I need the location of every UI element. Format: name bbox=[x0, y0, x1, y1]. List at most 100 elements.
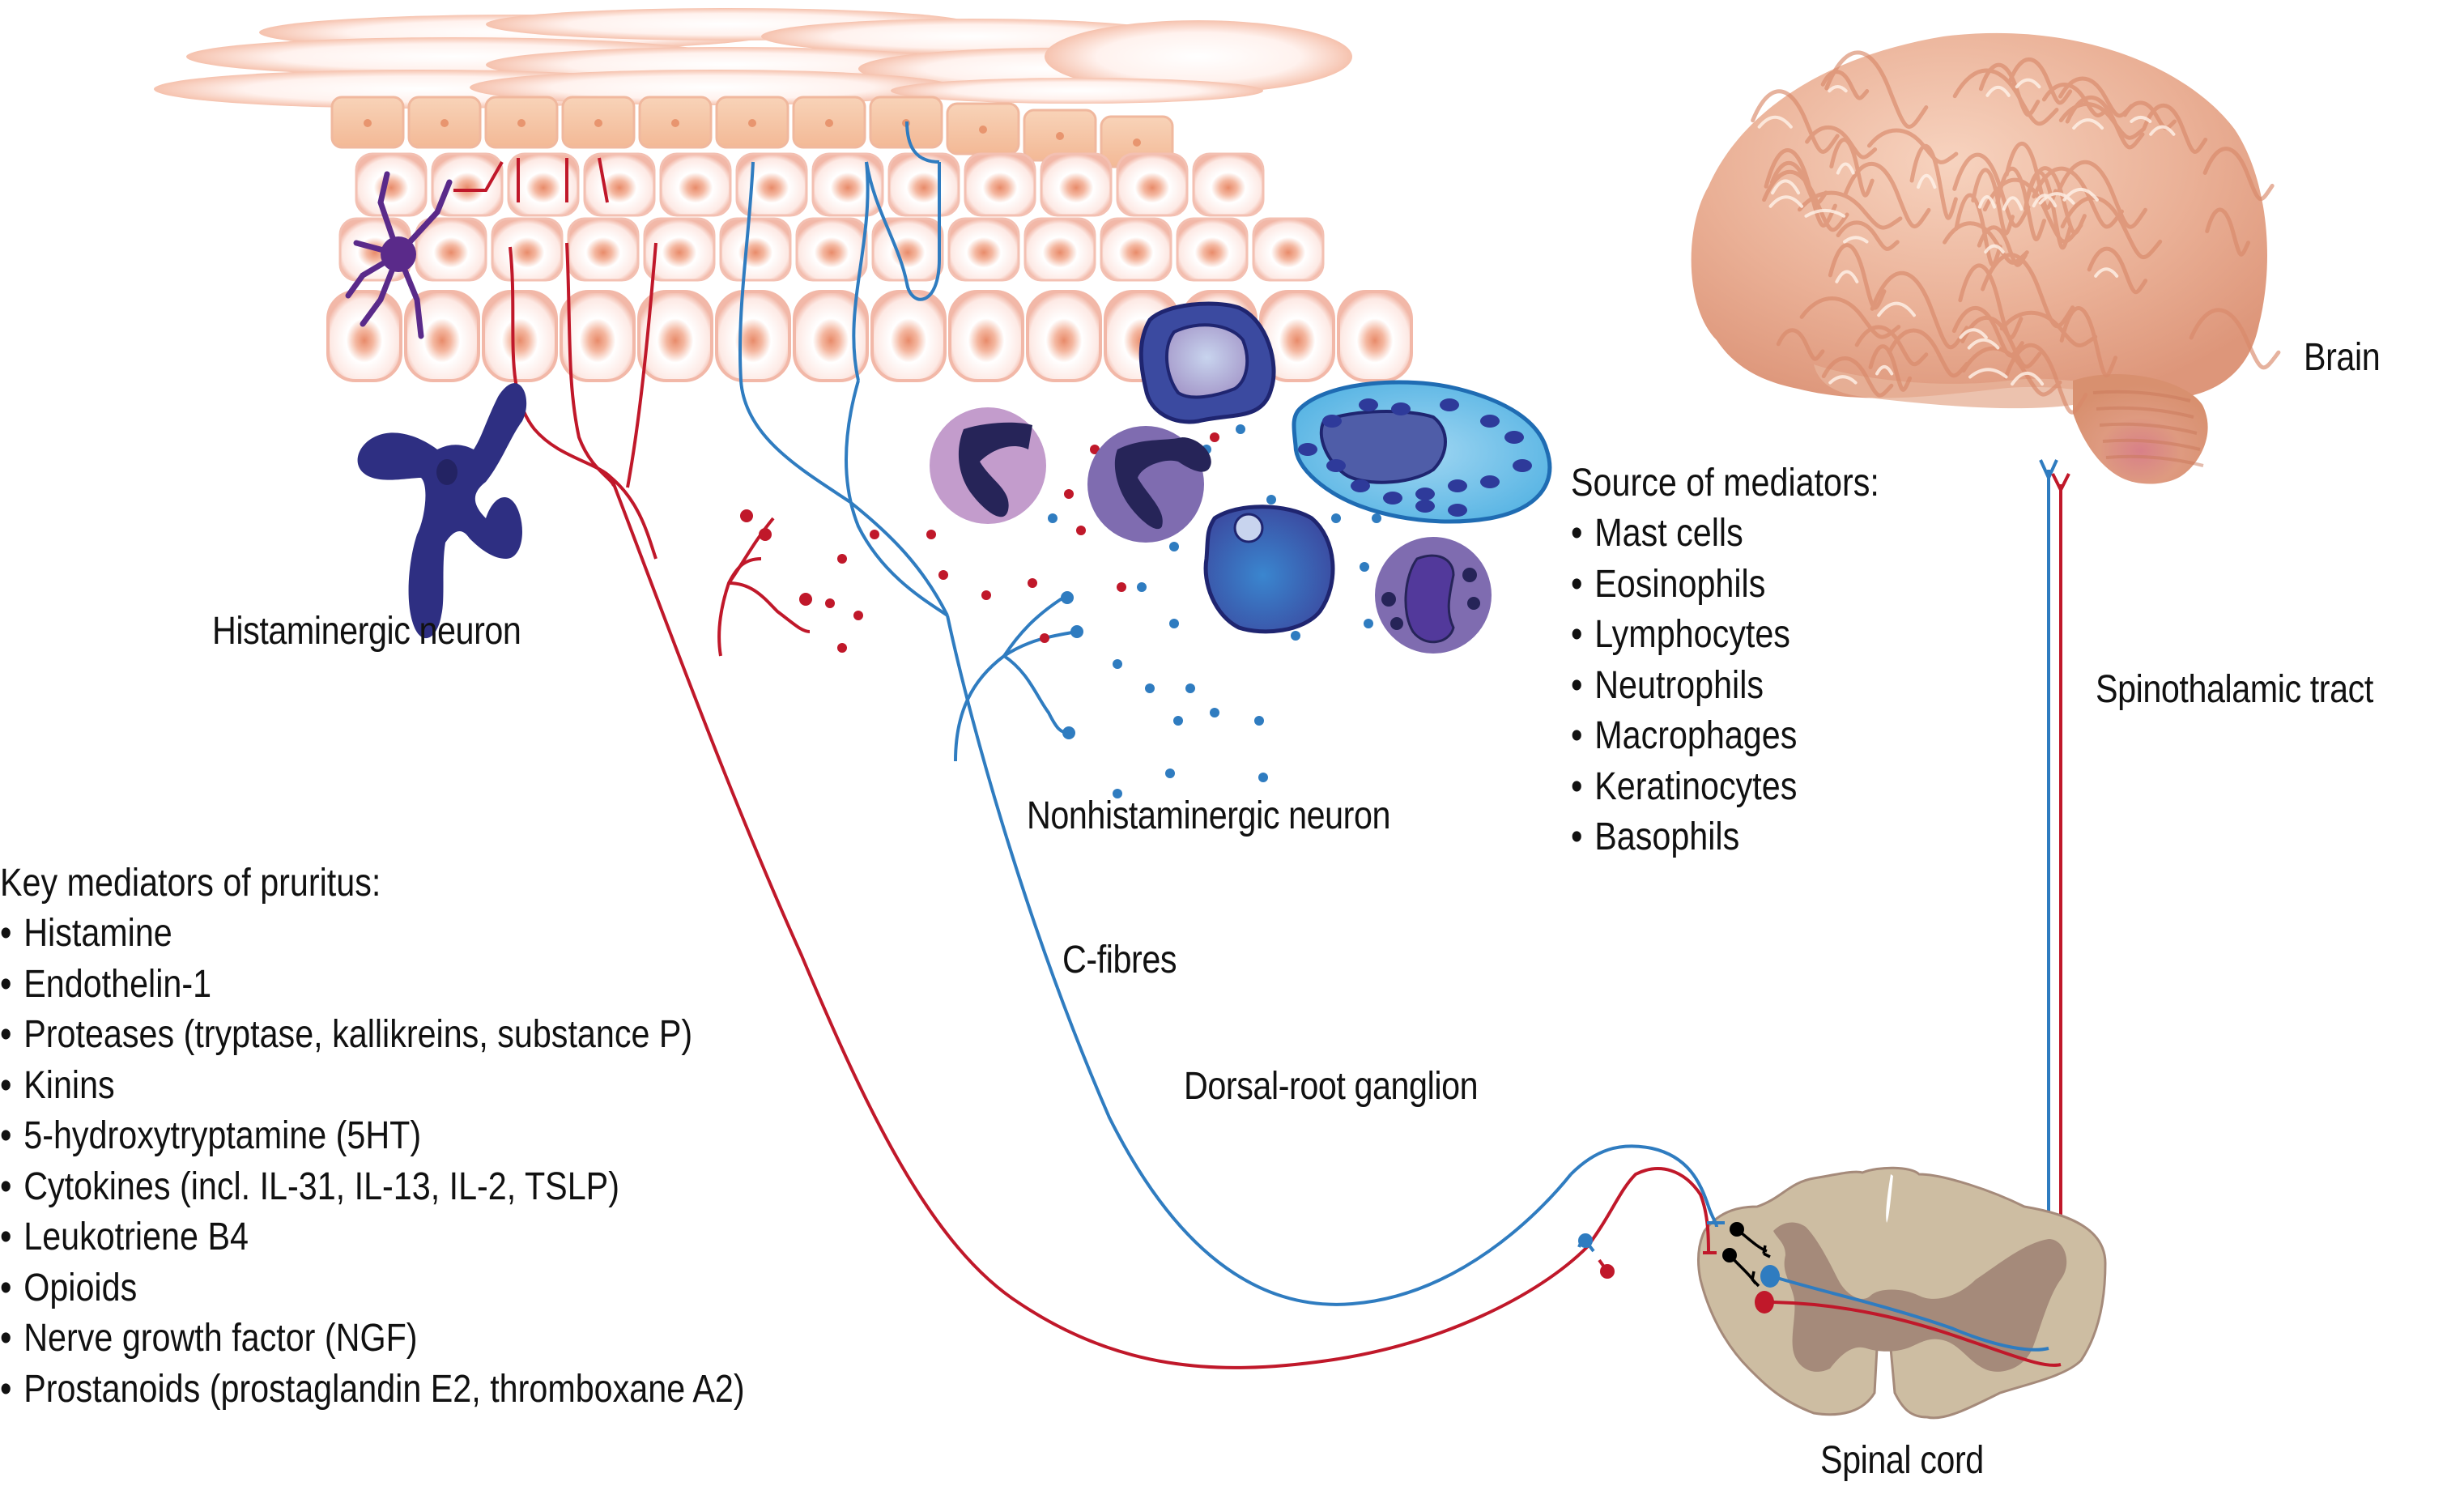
mediator-dot bbox=[1254, 716, 1264, 726]
cerebellum-fold bbox=[2105, 454, 2204, 467]
gyrus-fold bbox=[1764, 148, 1837, 228]
gyrus-fold bbox=[2055, 160, 2147, 229]
gyrus-fold bbox=[1751, 89, 1840, 154]
granule bbox=[1448, 479, 1467, 492]
keratinocyte-basal bbox=[870, 290, 947, 382]
list-item: Kinins bbox=[0, 1061, 745, 1112]
gyrus-fold bbox=[1887, 328, 1969, 378]
gyrus-highlight bbox=[2094, 267, 2119, 278]
granule bbox=[1513, 459, 1532, 472]
gyrus-highlight bbox=[1984, 244, 2005, 254]
keratinocyte-basal bbox=[948, 290, 1024, 382]
granule bbox=[1322, 415, 1342, 428]
gyrus-fold bbox=[1866, 128, 1959, 164]
c-fibres-label: C-fibres bbox=[1062, 939, 1177, 981]
mediator-dot bbox=[1258, 773, 1268, 782]
list-item: Endothelin-1 bbox=[0, 960, 745, 1011]
list-item: Prostanoids (prostaglandin E2, thromboxa… bbox=[0, 1365, 744, 1416]
gyrus-fold bbox=[1820, 70, 1870, 100]
list-item: 5-hydroxytryptamine (5HT) bbox=[0, 1111, 745, 1162]
granule bbox=[1504, 431, 1524, 444]
list-item: Opioids bbox=[0, 1263, 745, 1314]
lymphocyte-top bbox=[1138, 301, 1276, 424]
mediator-dot bbox=[1090, 445, 1100, 454]
source-of-mediators-list: Source of mediators: Mast cellsEosinophi… bbox=[1571, 458, 1879, 863]
granule bbox=[1351, 479, 1370, 492]
gyrus-fold bbox=[1995, 166, 2047, 241]
gyrus-highlight bbox=[1968, 368, 2008, 379]
nonhistaminergic-neuron-label: Nonhistaminergic neuron bbox=[1027, 794, 1391, 837]
list-item: Proteases (tryptase, kallikreins, substa… bbox=[0, 1010, 745, 1061]
keratinocyte-spinous bbox=[1116, 152, 1189, 217]
gyrus-fold bbox=[1824, 50, 1929, 130]
list-item: Neutrophils bbox=[1571, 661, 1879, 712]
mediator-dot bbox=[837, 554, 847, 564]
granule bbox=[1480, 475, 1500, 488]
gyrus-fold bbox=[2058, 76, 2134, 118]
list-item: Nerve growth factor (NGF) bbox=[0, 1314, 745, 1365]
gyrus-highlight bbox=[2002, 196, 2024, 211]
gyrus-fold bbox=[1870, 271, 1969, 350]
keratinocyte-spinous bbox=[567, 217, 640, 282]
gyrus-highlight bbox=[1828, 375, 1858, 385]
gyrus-fold bbox=[1836, 220, 1900, 251]
nonhistaminergic-fibres bbox=[738, 121, 1572, 1306]
list-item: Lymphocytes bbox=[1571, 610, 1879, 661]
gyrus-fold bbox=[1829, 138, 1875, 198]
basophil bbox=[1087, 426, 1211, 543]
mediator-dot bbox=[1173, 716, 1183, 726]
mediator-dot bbox=[870, 530, 879, 539]
mediator-dot bbox=[1210, 432, 1219, 442]
gyrus-fold bbox=[2087, 246, 2148, 294]
brain-illustration bbox=[1691, 32, 2281, 484]
eosinophil bbox=[930, 407, 1046, 524]
key-mediators-list: Key mediators of pruritus: HistamineEndo… bbox=[0, 858, 745, 1415]
gyrus-fold bbox=[1799, 296, 1901, 339]
granule bbox=[1448, 504, 1467, 517]
gyrus-highlight bbox=[1757, 115, 1793, 129]
mediator-dot bbox=[1331, 513, 1341, 523]
dorsal-root-ganglion-label: Dorsal-root ganglion bbox=[1184, 1065, 1479, 1108]
keratinocyte-spinous bbox=[871, 217, 944, 282]
keratinocyte-basal bbox=[560, 290, 636, 382]
mediator-dot bbox=[1165, 769, 1175, 778]
stratum-spinosum bbox=[338, 152, 1325, 282]
histaminergic-terminals bbox=[740, 509, 812, 606]
keratinocyte-spinous bbox=[887, 152, 960, 217]
mediator-dot bbox=[1185, 683, 1195, 693]
keratinocyte-basal bbox=[1026, 290, 1102, 382]
mediator-dot bbox=[1064, 489, 1074, 499]
mediator-dot bbox=[1169, 619, 1179, 628]
gyrus-highlight bbox=[1804, 208, 1846, 218]
histaminergic-neuron-label: Histaminergic neuron bbox=[212, 610, 521, 653]
keratinocyte-spinous bbox=[1100, 217, 1172, 282]
mediator-dot bbox=[825, 598, 835, 608]
keratinocyte-spinous bbox=[1176, 217, 1249, 282]
keratinocyte-spinous bbox=[643, 217, 716, 282]
mediator-dot bbox=[1028, 578, 1037, 588]
keratinocyte-basal bbox=[637, 290, 713, 382]
list-item: Leukotriene B4 bbox=[0, 1212, 745, 1263]
key-mediators-items: HistamineEndothelin-1Proteases (tryptase… bbox=[0, 909, 745, 1416]
dorsal-root-fibres bbox=[1569, 1144, 2062, 1367]
mediator-dot bbox=[926, 530, 936, 539]
keratinocyte-spinous bbox=[507, 152, 580, 217]
keratinocyte-spinous bbox=[811, 152, 884, 217]
mediator-dot bbox=[1291, 631, 1300, 641]
gyrus-fold bbox=[1828, 243, 1887, 310]
keratinocyte-basal bbox=[715, 290, 791, 382]
mediator-dot bbox=[1236, 424, 1245, 434]
source-of-mediators-heading: Source of mediators: bbox=[1571, 462, 1879, 505]
gyrus-fold bbox=[1821, 356, 1894, 398]
gyrus-fold bbox=[1769, 160, 1828, 206]
gyrus-highlight bbox=[1768, 195, 1804, 208]
mediator-dot bbox=[1360, 562, 1369, 572]
keratinocyte-basal bbox=[482, 290, 558, 382]
cerebellum-fold bbox=[2099, 422, 2198, 435]
granule bbox=[1359, 398, 1378, 411]
granule bbox=[1326, 459, 1346, 472]
mediator-dot bbox=[837, 643, 847, 653]
gyrus-fold bbox=[2060, 195, 2163, 260]
keratinocyte-basal bbox=[1337, 290, 1413, 382]
